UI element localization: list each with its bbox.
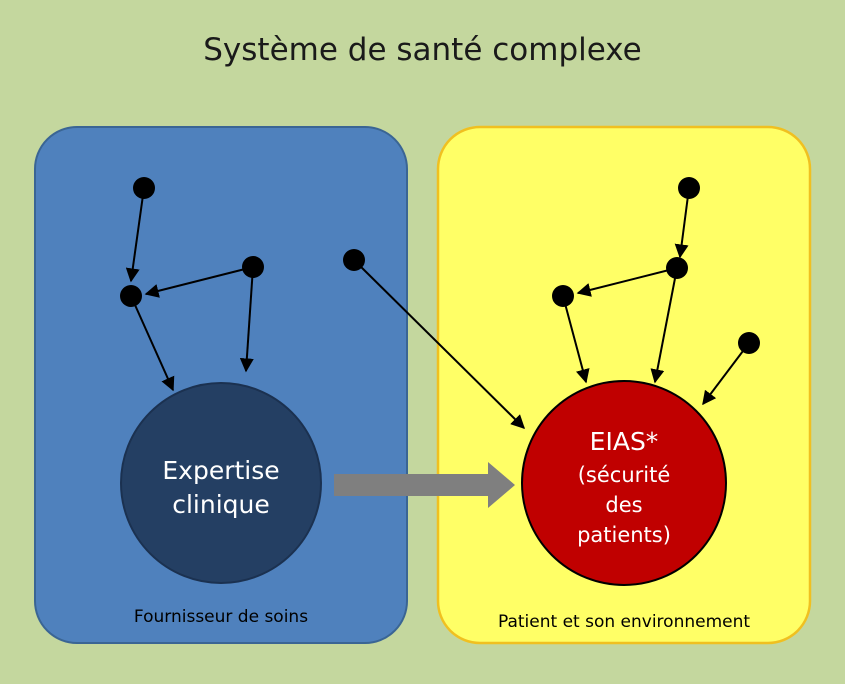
eias-line-1: EIAS*	[590, 427, 659, 456]
factor-node	[552, 285, 574, 307]
eias-line-4: patients)	[577, 523, 671, 547]
connector-arrow	[130, 295, 175, 392]
diagram-title: Système de santé complexe	[203, 32, 642, 68]
factor-node	[343, 249, 365, 271]
flow-arrow	[334, 462, 515, 508]
expertise-line-2: clinique	[172, 490, 270, 519]
factor-node	[133, 177, 155, 199]
connector-arrow	[353, 259, 525, 429]
connector-arrow	[239, 266, 254, 373]
patient-panel-label: Patient et son environnement	[498, 612, 750, 632]
eias-line-2: (sécurité	[578, 463, 671, 487]
expertise-line-1: Expertise	[162, 456, 279, 485]
factor-node	[120, 285, 142, 307]
factor-node	[666, 257, 688, 279]
eias-circle	[521, 380, 727, 586]
connector-arrow	[674, 187, 690, 259]
expertise-circle	[120, 382, 322, 584]
provider-panel-label: Fournisseur de soins	[134, 607, 308, 627]
connector-arrow	[576, 267, 678, 297]
connector-arrow	[144, 266, 254, 298]
factor-node	[242, 256, 264, 278]
factor-node	[678, 177, 700, 199]
connector-arrow	[650, 267, 678, 384]
factor-node	[738, 332, 760, 354]
connector-arrow	[702, 342, 750, 406]
connector-arrow	[562, 295, 590, 384]
connector-arrow	[125, 187, 145, 283]
eias-line-3: des	[605, 493, 642, 517]
